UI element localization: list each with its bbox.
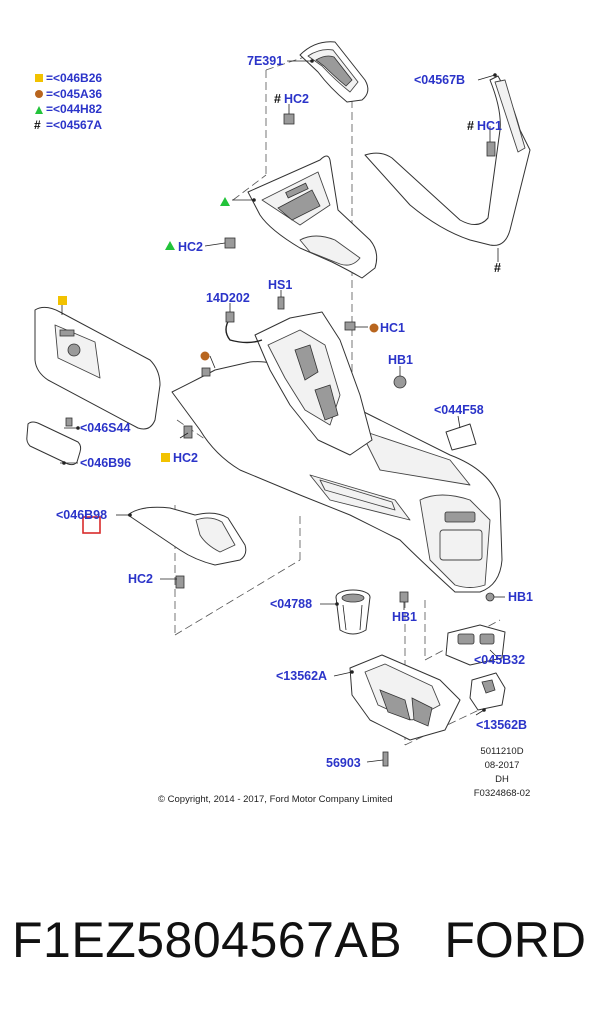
diagram-markers <box>58 197 379 534</box>
callout-hs1: HS1 <box>268 278 292 292</box>
callout-04788: <04788 <box>270 597 312 611</box>
highlight-box-icon <box>82 516 101 534</box>
legend-label-045a36: =<045A36 <box>46 87 102 101</box>
legend-hash-icon: # <box>34 118 41 132</box>
legend-label-046b26: =<046B26 <box>46 71 102 85</box>
callout-045b32: <045B32 <box>474 653 525 667</box>
meta-code: DH <box>495 774 509 785</box>
callout-13562a: <13562A <box>276 669 327 683</box>
brand-name: FORD <box>444 912 586 968</box>
gear-shift-boot <box>299 41 369 103</box>
meta-figure-id: F0324868-02 <box>474 788 531 799</box>
legend-label-04567a: =<04567A <box>46 118 102 132</box>
callout-hb1-mid: HB1 <box>388 353 413 367</box>
copyright-notice: © Copyright, 2014 - 2017, Ford Motor Com… <box>158 794 393 805</box>
callout-hc2-yellow: HC2 <box>173 451 198 465</box>
upper-console-bezel <box>247 155 378 279</box>
lower-storage-tray <box>349 654 461 741</box>
yellow-square-marker-hc2-icon <box>161 453 170 462</box>
callout-56903: 56903 <box>326 756 361 770</box>
callout-hb1-low: HB1 <box>392 610 417 624</box>
leader-dots <box>62 59 497 712</box>
console-side-trim <box>364 75 531 246</box>
legend-label-044h82: =<044H82 <box>46 102 102 116</box>
orange-circle-marker-icon <box>200 351 210 361</box>
callout-044f58: <044F58 <box>434 403 484 417</box>
leader-lines <box>60 60 505 763</box>
small-trim-cover <box>469 672 506 711</box>
yellow-square-marker-icon <box>58 296 67 305</box>
callout-046s44: <046S44 <box>80 421 130 435</box>
left-side-panel <box>34 306 161 430</box>
callout-046b98: <046B98 <box>56 508 107 522</box>
diagram-meta: 5011210D 08-2017 DH F0324868-02 <box>474 746 531 799</box>
meta-date: 08-2017 <box>485 760 520 771</box>
callout-14d202: 14D202 <box>206 291 250 305</box>
legend-circle-orange-icon <box>35 90 43 98</box>
exploded-parts-diagram: =<046B26 =<045A36 =<044H82 # =<04567A <box>26 41 533 805</box>
callout-hash-hc2: # <box>274 92 281 106</box>
console-inner-bracket <box>254 311 373 456</box>
legend: =<046B26 =<045A36 =<044H82 # =<04567A <box>34 71 102 132</box>
part-number-bar: F1EZ5804567AB FORD <box>0 890 600 990</box>
callouts: 7E391 <04567B # HC2 # HC1 HC2 # 14D202 H… <box>56 54 533 770</box>
callout-7e391: 7E391 <box>247 54 283 68</box>
cup-holder-insert <box>335 589 371 635</box>
switch-module <box>445 624 506 666</box>
callout-hc1-right: HC1 <box>477 119 502 133</box>
green-triangle-marker-hc2-icon <box>165 241 175 250</box>
orange-circle-marker-hc1-icon <box>369 323 379 333</box>
callout-04567b: <04567B <box>414 73 465 87</box>
callout-hc2-green: HC2 <box>178 240 203 254</box>
callout-hash-hc1: # <box>467 119 474 133</box>
callout-hc2-top: HC2 <box>284 92 309 106</box>
callout-046b96: <046B96 <box>80 456 131 470</box>
callout-13562b: <13562B <box>476 718 527 732</box>
center-console-body <box>171 361 503 593</box>
part-number: F1EZ5804567AB <box>12 912 403 968</box>
fasteners <box>65 113 496 767</box>
green-triangle-marker-icon <box>220 197 230 206</box>
lower-left-panel <box>127 506 247 566</box>
callout-hb1-right: HB1 <box>508 590 533 604</box>
meta-illustration-id: 5011210D <box>480 746 523 757</box>
legend-square-yellow-icon <box>35 74 43 82</box>
callout-hash-mark: # <box>494 261 501 275</box>
small-cover-plate <box>26 421 82 466</box>
callout-hc2-low: HC2 <box>128 572 153 586</box>
small-blank-cover <box>445 423 477 451</box>
callout-hc1-mid: HC1 <box>380 321 405 335</box>
legend-triangle-green-icon <box>35 106 43 114</box>
